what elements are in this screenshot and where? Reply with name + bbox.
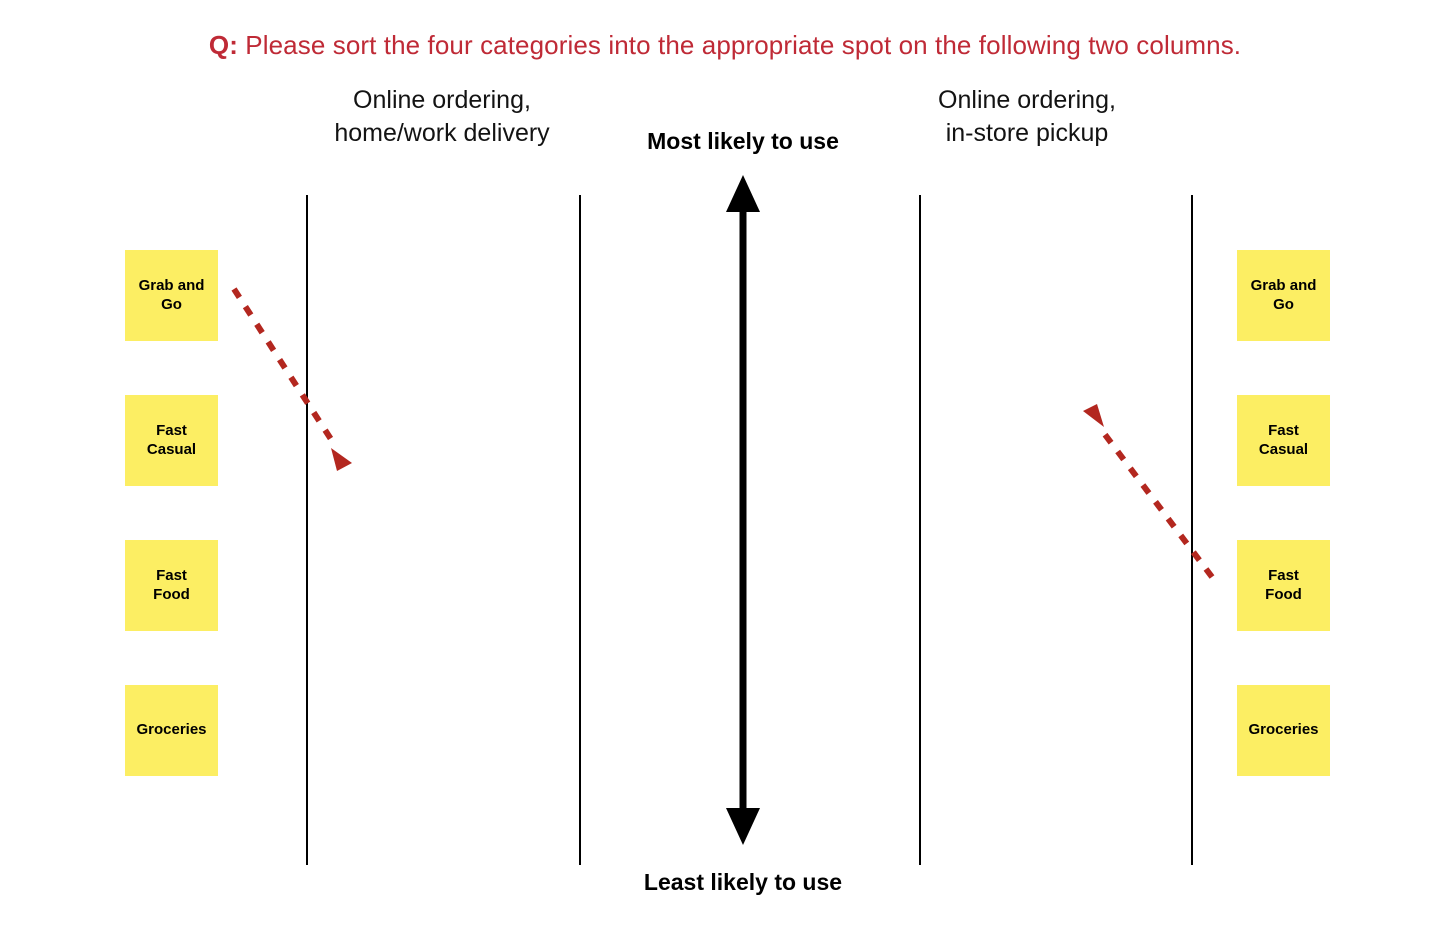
card-label: Groceries bbox=[1248, 721, 1319, 739]
vertical-scale-arrow bbox=[726, 175, 760, 845]
drag-hint-arrow-left bbox=[231, 287, 352, 471]
card-right-groceries[interactable]: Groceries bbox=[1237, 685, 1330, 776]
scale-label-least-likely: Least likely to use bbox=[643, 869, 843, 895]
question-marker: Q: bbox=[208, 30, 238, 60]
column-header-line2: home/work delivery bbox=[334, 119, 550, 147]
card-left-groceries[interactable]: Groceries bbox=[125, 685, 218, 776]
question-text: Please sort the four categories into the… bbox=[245, 30, 1242, 60]
divider-line-1 bbox=[306, 195, 308, 865]
column-header-line1: Online ordering, bbox=[353, 86, 531, 114]
column-header-in-store-pickup: Online ordering, in-store pickup bbox=[877, 84, 1177, 150]
divider-line-3 bbox=[919, 195, 921, 865]
scale-label-most-likely: Most likely to use bbox=[647, 128, 839, 154]
column-header-home-work-delivery: Online ordering, home/work delivery bbox=[292, 84, 592, 150]
column-header-line2: in-store pickup bbox=[945, 119, 1109, 147]
divider-line-4 bbox=[1191, 195, 1193, 865]
page-title: Q: Please sort the four categories into … bbox=[0, 30, 1450, 61]
drag-hint-arrow-right bbox=[1083, 404, 1215, 579]
column-header-line1: Online ordering, bbox=[938, 86, 1116, 114]
card-label: Groceries bbox=[136, 721, 207, 739]
divider-line-2 bbox=[579, 195, 581, 865]
